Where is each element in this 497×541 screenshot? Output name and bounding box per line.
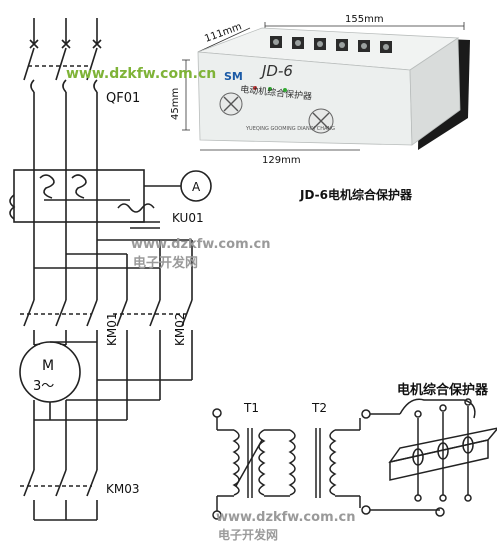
- t2-label: T2: [311, 401, 327, 415]
- motor-phase-label: 3～: [33, 379, 54, 394]
- ammeter-label: A: [192, 180, 201, 194]
- motor-label: M: [42, 358, 54, 374]
- device-brand: SM: [224, 70, 243, 83]
- motor-circuit: [9, 18, 212, 521]
- breaker-label: QF01: [106, 91, 140, 106]
- t1-label: T1: [243, 401, 259, 415]
- device-maker: YUEQING GOOMING DIANQI CHANG: [245, 126, 335, 132]
- watermark-cn-middle: 电子开发网: [133, 255, 198, 271]
- device-model: JD-6: [259, 62, 293, 80]
- wiring-diagram: [212, 398, 497, 520]
- dim-height: 45mm: [170, 88, 181, 120]
- dim-length: 155mm: [345, 14, 384, 25]
- contactor-km01-label: KM01: [105, 313, 119, 347]
- watermark-url-top: www.dzkfw.com.cn: [66, 66, 216, 82]
- dim-base: 129mm: [262, 155, 301, 166]
- watermark-url-middle: www.dzkfw.com.cn: [131, 237, 271, 252]
- product-photo: 155mm 111mm 45mm 129mm: [170, 14, 470, 166]
- current-relay-label: KU01: [172, 211, 204, 225]
- watermark-url-bottom: www.dzkfw.com.cn: [216, 510, 356, 525]
- contactor-km03-label: KM03: [106, 482, 140, 496]
- contactor-km02-label: KM02: [173, 313, 187, 347]
- watermark-cn-bottom: 电子开发网: [218, 527, 278, 541]
- product-caption: JD-6电机综合保护器: [299, 187, 413, 202]
- wiring-title: 电机综合保护器: [397, 382, 489, 398]
